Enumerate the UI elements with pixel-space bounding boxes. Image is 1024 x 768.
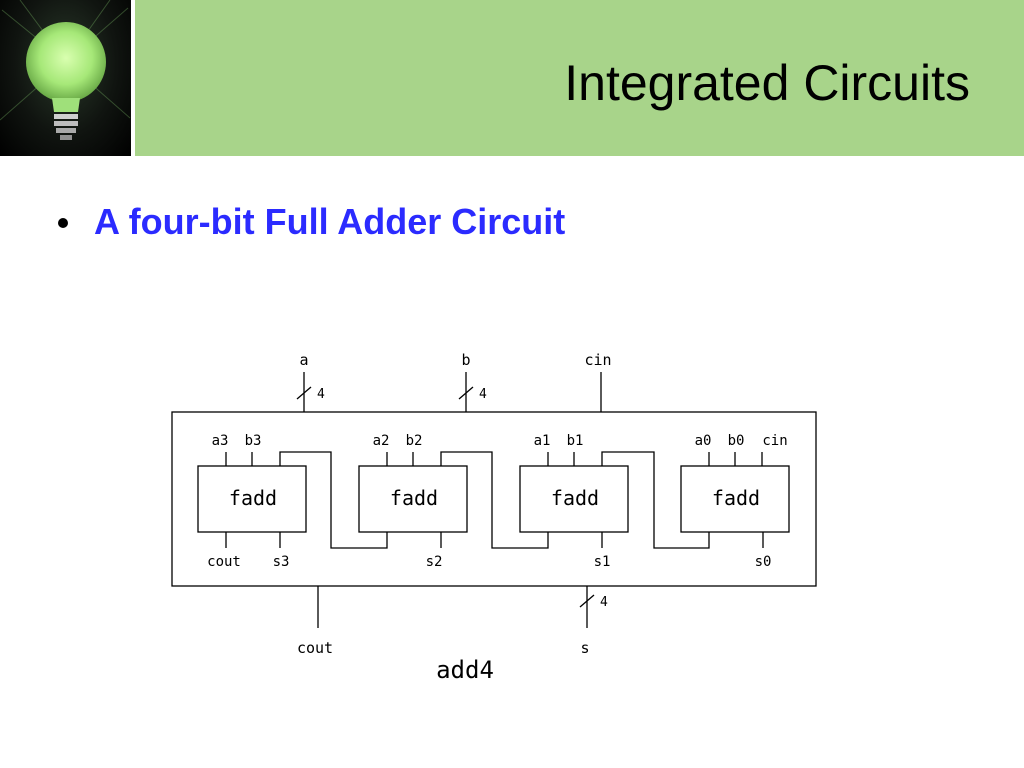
module-name: add4 xyxy=(436,656,494,684)
fadd-label: fadd xyxy=(712,486,760,510)
carry-wire-1-2 xyxy=(440,451,549,549)
label-b: b xyxy=(461,351,470,369)
label-cin: cin xyxy=(584,351,611,369)
bus-a-slash xyxy=(296,386,312,400)
port-cout: cout xyxy=(207,554,241,570)
bullet-item: A four-bit Full Adder Circuit xyxy=(58,200,565,244)
port-a1: a1 xyxy=(534,433,551,449)
bus-width-b: 4 xyxy=(479,387,487,402)
fadd-label: fadd xyxy=(229,486,277,510)
port-s2: s2 xyxy=(426,554,443,570)
label-cout-out: cout xyxy=(297,639,333,657)
port-a3: a3 xyxy=(212,433,229,449)
title-band xyxy=(135,0,1024,156)
port-b2: b2 xyxy=(406,433,423,449)
slide-title: Integrated Circuits xyxy=(564,55,970,111)
fadd-label: fadd xyxy=(390,486,438,510)
bus-width-s: 4 xyxy=(600,595,608,610)
port-s3: s3 xyxy=(273,554,290,570)
port-b0: b0 xyxy=(728,433,745,449)
bus-s-slash xyxy=(579,594,595,608)
fadd-label: fadd xyxy=(551,486,599,510)
port-a0: a0 xyxy=(695,433,712,449)
bus-width-a: 4 xyxy=(317,387,325,402)
carry-wire-0-1 xyxy=(601,451,710,549)
port-s1: s1 xyxy=(594,554,611,570)
module-box xyxy=(171,411,817,587)
carry-wire-2-3 xyxy=(279,451,388,549)
lightbulb-icon xyxy=(0,0,131,140)
bus-b-slash xyxy=(458,386,474,400)
bullet-dot xyxy=(58,218,68,228)
port-b1: b1 xyxy=(567,433,584,449)
port-a2: a2 xyxy=(373,433,390,449)
bullet-text: A four-bit Full Adder Circuit xyxy=(94,201,566,242)
label-a: a xyxy=(299,351,308,369)
port-b3: b3 xyxy=(245,433,262,449)
label-s-out: s xyxy=(580,639,589,657)
logo xyxy=(0,0,131,156)
port-cin: cin xyxy=(762,433,787,449)
port-s0: s0 xyxy=(755,554,772,570)
